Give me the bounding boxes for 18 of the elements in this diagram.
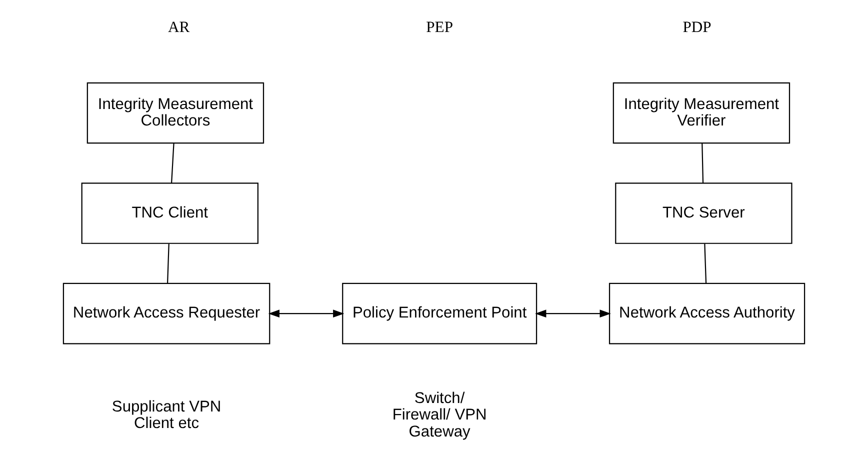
node-box: Network Access Requester: [62, 282, 270, 344]
node-box: Integrity Measurement Verifier: [612, 82, 790, 144]
node-label: Supplicant VPN Client etc: [111, 398, 221, 432]
node-box: Integrity Measurement Collectors: [86, 82, 264, 144]
connector: [704, 244, 706, 284]
node-label: Switch/ Firewall/ VPN Gateway: [392, 390, 486, 440]
connector: [166, 244, 169, 284]
arrow: [268, 310, 344, 318]
arrow: [534, 310, 610, 318]
connector: [701, 144, 704, 184]
node-box: TNC Client: [80, 182, 258, 244]
label: AR: [167, 18, 190, 36]
node-box: Network Access Authority: [608, 282, 805, 344]
node-box: Policy Enforcement Point: [342, 282, 537, 344]
label: PEP: [426, 18, 453, 36]
node-box: TNC Server: [614, 182, 792, 244]
connector: [170, 143, 174, 184]
label: PDP: [682, 18, 711, 36]
